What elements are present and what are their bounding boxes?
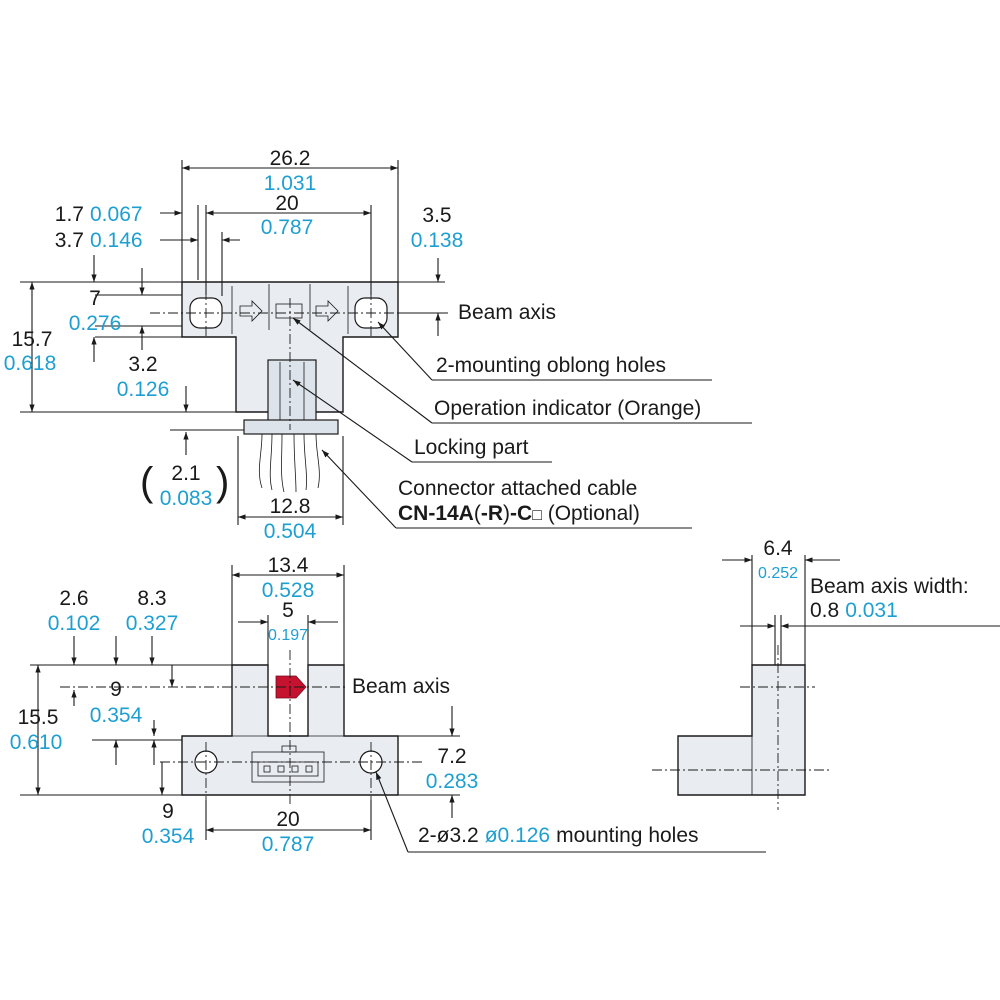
connector-width-mm: 12.8 <box>270 495 311 518</box>
front-pitch-in: 0.787 <box>262 833 315 856</box>
bottom-dim-mm: 9 <box>162 800 174 823</box>
direction-arrow-left-icon <box>239 300 263 322</box>
locking-part <box>267 359 317 431</box>
dim-b-mm: 3.7 <box>55 229 84 252</box>
connector-offset-mm: 2.1 <box>171 462 200 485</box>
connector-flange <box>243 419 339 435</box>
indicator-label: Operation indicator (Orange) <box>434 397 701 420</box>
paren-close: ) <box>216 460 229 504</box>
dim-d-in: 0.102 <box>48 612 101 635</box>
top-beam-axis-label: Beam axis <box>458 301 556 324</box>
dim-e-mm: 8.3 <box>137 587 166 610</box>
side-width-mm: 6.4 <box>763 537 793 560</box>
cable-part-number: CN-14A(-R)-C□ (Optional) <box>398 502 640 525</box>
dim-a-in: 0.067 <box>90 203 143 226</box>
dim-b-in: 0.146 <box>90 229 143 252</box>
side-sensor-body <box>677 664 806 796</box>
slot-width-mm: 5 <box>282 599 294 622</box>
front-beam-axis-label: Beam axis <box>352 675 450 698</box>
connector-width-in: 0.504 <box>264 520 317 543</box>
dim-right-in: 0.138 <box>411 229 464 252</box>
slot-outer-in: 0.528 <box>262 579 315 602</box>
front-height-in: 0.610 <box>10 731 63 754</box>
dim-right-mm: 3.5 <box>422 204 451 227</box>
beam-axis-width-label: Beam axis width: <box>810 575 969 598</box>
hole-pitch-mm: 20 <box>275 192 298 215</box>
top-view: 26.2 1.031 20 0.787 1.7 0.067 3.7 0.146 … <box>4 147 752 543</box>
side-width-in: 0.252 <box>758 565 798 582</box>
dim-d-mm: 2.6 <box>59 587 88 610</box>
front-pitch-mm: 20 <box>276 808 299 831</box>
hole-pitch-in: 0.787 <box>261 216 314 239</box>
locking-part-label: Locking part <box>414 436 529 459</box>
mounting-holes-label: 2-mounting oblong holes <box>436 354 666 377</box>
slot-outer-mm: 13.4 <box>268 554 309 577</box>
overall-width-mm: 26.2 <box>270 147 311 170</box>
beam-height-in: 0.354 <box>90 704 143 727</box>
dim-e-in: 0.327 <box>126 612 179 635</box>
height-mm: 15.7 <box>12 328 53 351</box>
operation-indicator-window <box>275 303 303 319</box>
cable-label: Connector attached cable <box>398 477 637 500</box>
beam-height-mm: 9 <box>110 678 122 701</box>
height-in: 0.618 <box>4 352 57 375</box>
dim-a-mm: 1.7 <box>55 203 84 226</box>
slot-width-in: 0.197 <box>268 627 308 644</box>
front-view: 13.4 0.528 5 0.197 2.6 0.102 8.3 0.327 9… <box>10 554 766 856</box>
overall-width-in: 1.031 <box>264 172 317 195</box>
bottom-dim-in: 0.354 <box>142 825 195 848</box>
flange-mm: 7 <box>89 287 101 310</box>
base-height-mm: 7.2 <box>437 745 466 768</box>
paren-open: ( <box>140 460 154 504</box>
base-height-in: 0.283 <box>426 770 479 793</box>
dim-c-in: 0.126 <box>117 378 170 401</box>
connector-offset-in: 0.083 <box>160 487 213 510</box>
flange-in: 0.276 <box>69 312 122 335</box>
dim-c-mm: 3.2 <box>128 353 157 376</box>
direction-arrow-right-icon <box>315 300 339 322</box>
front-height-mm: 15.5 <box>18 706 59 729</box>
